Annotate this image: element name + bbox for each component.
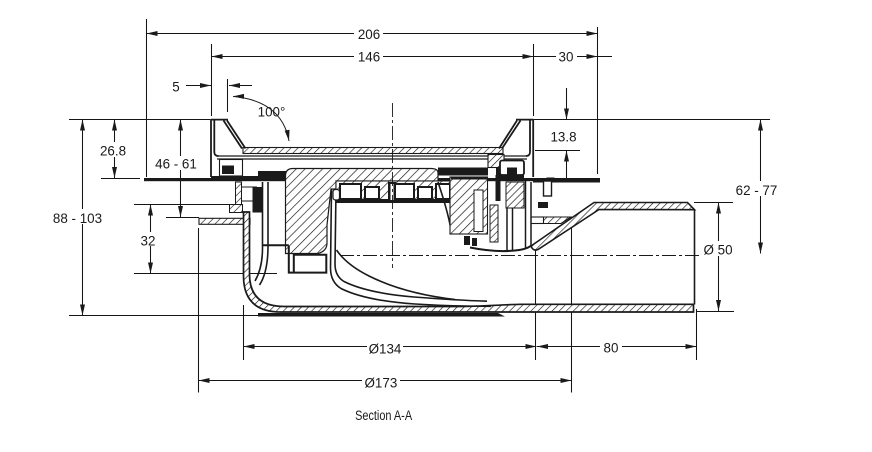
svg-text:26.8: 26.8: [100, 144, 126, 159]
svg-text:Ø134: Ø134: [369, 342, 402, 357]
svg-text:100°: 100°: [258, 105, 286, 120]
svg-text:Ø173: Ø173: [365, 375, 398, 390]
svg-text:146: 146: [358, 49, 380, 64]
svg-text:32: 32: [141, 233, 156, 248]
svg-text:Section A-A: Section A-A: [355, 408, 412, 423]
svg-text:46 - 61: 46 - 61: [155, 157, 197, 172]
svg-text:80: 80: [604, 340, 619, 355]
svg-text:206: 206: [358, 27, 380, 42]
svg-text:30: 30: [559, 49, 574, 64]
svg-text:13.8: 13.8: [550, 130, 576, 145]
svg-text:5: 5: [172, 79, 179, 94]
svg-text:Ø 50: Ø 50: [703, 243, 732, 258]
svg-text:62 - 77: 62 - 77: [736, 183, 778, 198]
svg-text:88 - 103: 88 - 103: [53, 211, 102, 226]
